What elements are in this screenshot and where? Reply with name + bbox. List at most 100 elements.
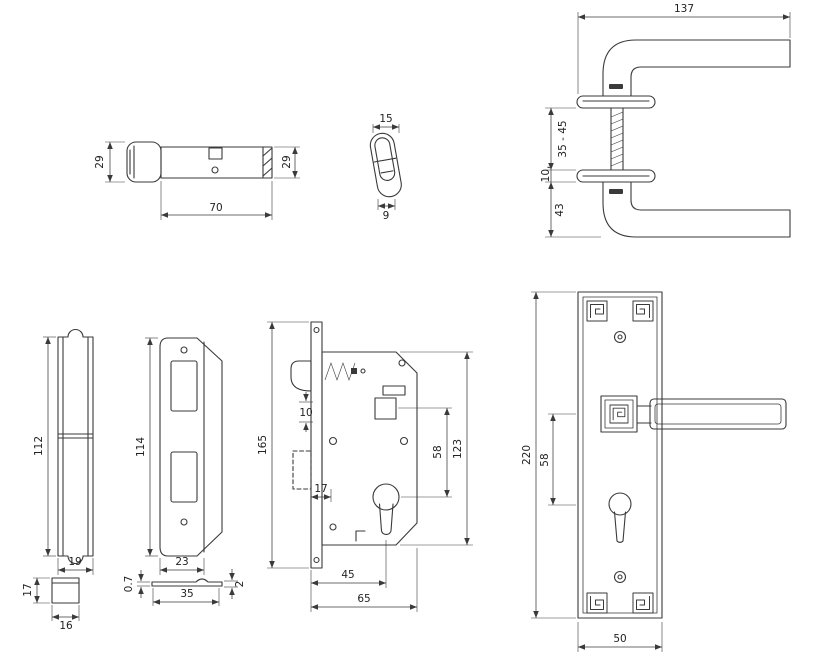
bottom-screw <box>613 570 627 584</box>
spindle-thread-hatch <box>610 111 624 167</box>
screw-hole <box>313 326 320 334</box>
dim-label: 35 <box>180 588 193 600</box>
fixing-post <box>328 436 338 446</box>
dim-label: 123 <box>452 439 464 459</box>
dim-label: 43 <box>554 203 566 216</box>
euro-cylinder-hole <box>372 483 400 535</box>
dim-section-height: 17 <box>22 577 50 604</box>
figure-strike-plate-section: 0.7 35 2 <box>123 569 246 606</box>
figure-lever-side: 137 35 - 45 10, 43 <box>540 3 791 238</box>
greek-key-motif <box>586 300 608 322</box>
dim-bolt-throw: 17 <box>310 483 332 502</box>
dim-label: 70 <box>209 202 222 214</box>
spring-bracket <box>355 530 366 542</box>
lock-case <box>321 351 418 546</box>
dim-keyway-stem-width: 9 <box>377 199 396 222</box>
dim-label: 58 <box>432 445 444 458</box>
spindle-follower <box>374 397 397 420</box>
dim-label: 220 <box>521 445 533 465</box>
plate-inner-border <box>582 296 658 614</box>
fixing-post <box>329 523 337 531</box>
dim-label: 137 <box>674 3 694 15</box>
dim-label: 10, <box>540 166 552 183</box>
dim-label: 23 <box>175 556 188 568</box>
screw-hole <box>180 518 188 526</box>
figure-keyway-profile: 15 9 <box>369 113 402 222</box>
dim-cylinder-length: 70 <box>160 181 273 220</box>
dim-keyway-width: 15 <box>372 113 400 133</box>
lock-faceplate <box>310 321 323 569</box>
figure-lock-body: 165 10 17 58 123 <box>257 321 473 612</box>
thumbturn-knob <box>126 141 162 183</box>
brand-mark-icon <box>609 189 623 194</box>
dim-label: 10 <box>299 407 312 419</box>
top-screw <box>613 330 627 344</box>
latch-spring-hatch <box>324 362 356 381</box>
latch-bolt <box>290 360 312 392</box>
upper-lever <box>602 39 791 97</box>
dim-plate-height: 220 <box>521 291 576 619</box>
dim-strike-height: 114 <box>135 337 158 557</box>
dim-label: 17 <box>22 583 34 596</box>
dim-label: 45 <box>341 569 354 581</box>
deadbolt-hidden <box>292 450 312 490</box>
dim-centers: 58 <box>398 407 452 498</box>
screw-hole <box>180 346 188 354</box>
dim-label: 17 <box>314 483 327 495</box>
dim-label: 16 <box>59 620 73 632</box>
fixing-screw-hole <box>211 166 219 174</box>
figure-strike-plate-front: 114 23 <box>135 337 223 575</box>
greek-key-motif <box>632 300 654 322</box>
greek-key-motif <box>586 592 608 614</box>
upper-rose <box>576 95 656 109</box>
dim-label: 29 <box>94 155 106 168</box>
fixing-post <box>398 359 406 367</box>
cam-slot <box>382 385 406 396</box>
dim-label: 15 <box>379 113 392 125</box>
dim-label: 35 - 45 <box>557 120 569 157</box>
fixing-post <box>399 436 409 446</box>
dim-label: 9 <box>383 210 390 222</box>
dim-lever-length: 137 <box>577 3 791 94</box>
figure-cylinder-side: 29 29 70 <box>94 141 300 220</box>
dim-lever-drop: 43 <box>545 182 601 238</box>
figure-back-plate: 220 58 50 <box>521 291 787 652</box>
brand-mark-icon <box>609 84 623 89</box>
dim-plate-centers: 58 <box>539 413 576 506</box>
cylinder-body <box>160 146 273 179</box>
bolt-opening <box>170 451 198 503</box>
figure-faceplate-section: 17 16 <box>22 577 80 632</box>
faceplate-outline <box>57 329 94 564</box>
latch-opening <box>170 360 198 412</box>
dim-cylinder-body-height: 29 <box>274 146 300 179</box>
faceplate-section-outline <box>51 577 80 604</box>
stop-pin <box>351 368 357 374</box>
dim-label: 0.7 <box>123 576 135 593</box>
dim-lock-height: 165 <box>257 321 309 569</box>
lever-grip <box>636 398 787 430</box>
dim-case-height: 123 <box>400 351 473 546</box>
dim-door-thickness: 35 - 45 10, <box>540 107 576 183</box>
pivot-hole <box>360 368 366 374</box>
dim-faceplate-height: 112 <box>33 336 56 557</box>
dim-cylinder-knob-height: 29 <box>94 141 125 183</box>
lower-lever <box>602 181 791 238</box>
figure-faceplate-front: 112 19 <box>33 329 94 575</box>
plate-outline <box>577 291 663 619</box>
dim-faceplate-width: 19 <box>57 556 94 575</box>
dim-label: 165 <box>257 435 269 455</box>
dim-section-width: 16 <box>51 605 80 632</box>
dim-section-lip: 2 <box>224 569 246 599</box>
dim-label: 19 <box>68 556 81 568</box>
cam-notch <box>208 147 223 160</box>
greek-key-motif <box>632 592 654 614</box>
dim-section-thickness: 0.7 <box>123 570 150 598</box>
dim-plate-width: 50 <box>577 622 663 652</box>
euro-keyhole <box>608 492 632 543</box>
strike-plate-outline <box>159 337 223 557</box>
dim-label: 112 <box>33 436 45 456</box>
screw-hole <box>313 556 320 564</box>
dim-label: 58 <box>539 453 551 466</box>
